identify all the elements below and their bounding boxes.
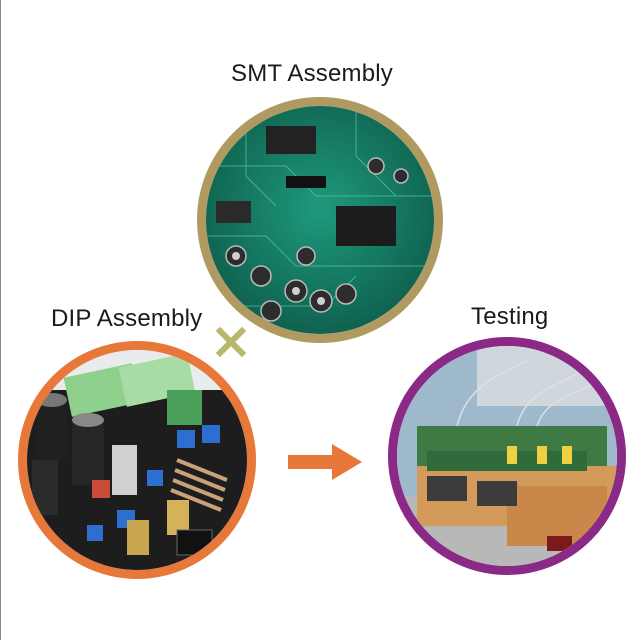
smt-assembly-photo	[197, 97, 443, 343]
smt-assembly-label: SMT Assembly	[231, 60, 393, 87]
dip-assembly-photo	[18, 341, 256, 579]
pcb-smt-photo-icon	[206, 106, 434, 334]
testing-photo	[388, 337, 626, 575]
arrow-right-icon	[288, 444, 362, 480]
pcb-dip-photo-icon	[27, 350, 247, 570]
pcb-testing-photo-icon	[397, 346, 617, 566]
plus-icon	[215, 326, 247, 358]
testing-label: Testing	[471, 303, 549, 330]
dip-assembly-label: DIP Assembly	[51, 305, 203, 332]
